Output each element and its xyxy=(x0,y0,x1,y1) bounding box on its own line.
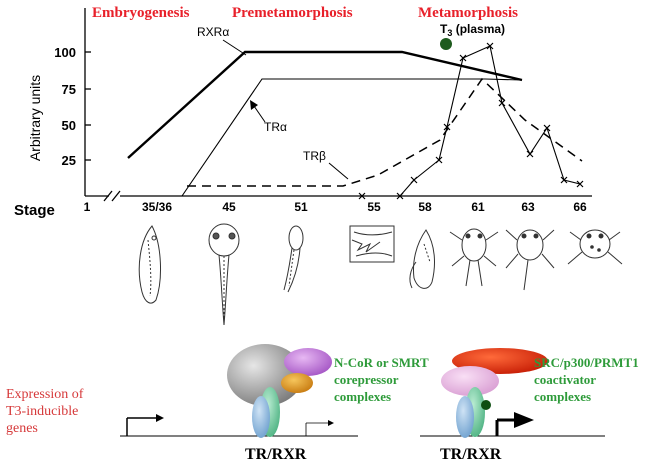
trb-pointer-line xyxy=(328,162,349,180)
y-tick-100: 100 xyxy=(54,45,76,60)
stage-35-36: 35/36 xyxy=(142,200,172,214)
stage-58: 58 xyxy=(418,200,432,214)
weak-transcription-arrow-icon xyxy=(305,420,334,436)
y-ticks xyxy=(85,51,91,161)
receptor-label-left: TR/RXR xyxy=(245,446,307,463)
t3-ligand-icon xyxy=(481,400,491,410)
rxra-curve xyxy=(127,50,523,159)
froglet-stage-63-illustration xyxy=(505,229,555,291)
phase-embryogenesis: Embryogenesis xyxy=(92,5,190,21)
trb-label: TRβ xyxy=(303,149,326,163)
rxra-pointer-icon xyxy=(222,39,247,56)
tra-curve xyxy=(181,78,523,197)
corepressor-label-line3: complexes xyxy=(334,389,391,404)
corepressor-complex xyxy=(227,344,332,438)
tadpole-stage-35-illustration xyxy=(138,225,162,304)
tra-label: TRα xyxy=(264,120,287,134)
stage-63: 63 xyxy=(521,200,535,214)
y-tick-25: 25 xyxy=(62,153,76,168)
y-tick-75: 75 xyxy=(62,82,76,97)
axis-break-icon xyxy=(103,190,121,202)
strong-transcription-arrow-icon xyxy=(495,412,534,436)
tadpole-stage-51-illustration xyxy=(283,225,304,293)
phase-premetamorphosis: Premetamorphosis xyxy=(232,5,353,21)
tadpole-stage-55-illustration xyxy=(349,225,395,263)
uninduced-promoter-arrow-icon xyxy=(126,414,164,436)
coactivator-complex xyxy=(441,348,548,438)
trb-curve xyxy=(187,77,583,187)
rxra-label: RXRα xyxy=(197,25,229,39)
y-tick-50: 50 xyxy=(62,118,76,133)
stage-51: 51 xyxy=(294,200,308,214)
corepressor-label-line1: N-CoR or SMRT xyxy=(334,355,429,370)
stage-55: 55 xyxy=(367,200,381,214)
x-axis-label: Stage xyxy=(14,202,55,219)
corepressor-label-line2: corepressor xyxy=(334,372,399,387)
expression-label-line3: genes xyxy=(6,421,38,436)
t3-dot-icon xyxy=(440,38,452,50)
frog-stage-66-illustration xyxy=(567,229,623,265)
stage-61: 61 xyxy=(471,200,485,214)
tadpole-stage-45-illustration xyxy=(208,223,240,326)
coactivator-label-line2: coactivator xyxy=(534,372,596,387)
stage-66: 66 xyxy=(573,200,587,214)
expression-label-line2: T3-inducible xyxy=(6,404,78,419)
coactivator-label-line3: complexes xyxy=(534,389,591,404)
phase-metamorphosis: Metamorphosis xyxy=(418,5,518,21)
tra-pointer-line xyxy=(253,105,266,123)
tra-arrow-icon xyxy=(250,100,258,110)
froglet-stage-58-illustration xyxy=(409,229,435,289)
coactivator-label-line1: SRC/p300/PRMT1 xyxy=(534,355,639,370)
stage-1: 1 xyxy=(84,200,91,214)
t3-markers xyxy=(358,42,584,200)
stage-45: 45 xyxy=(222,200,236,214)
expression-label-line1: Expression of xyxy=(6,387,84,402)
receptor-label-right: TR/RXR xyxy=(440,446,502,463)
froglet-stage-61-illustration xyxy=(449,228,499,287)
t3-label: T3 (plasma) xyxy=(440,22,505,38)
y-axis-label: Arbitrary units xyxy=(27,75,43,161)
